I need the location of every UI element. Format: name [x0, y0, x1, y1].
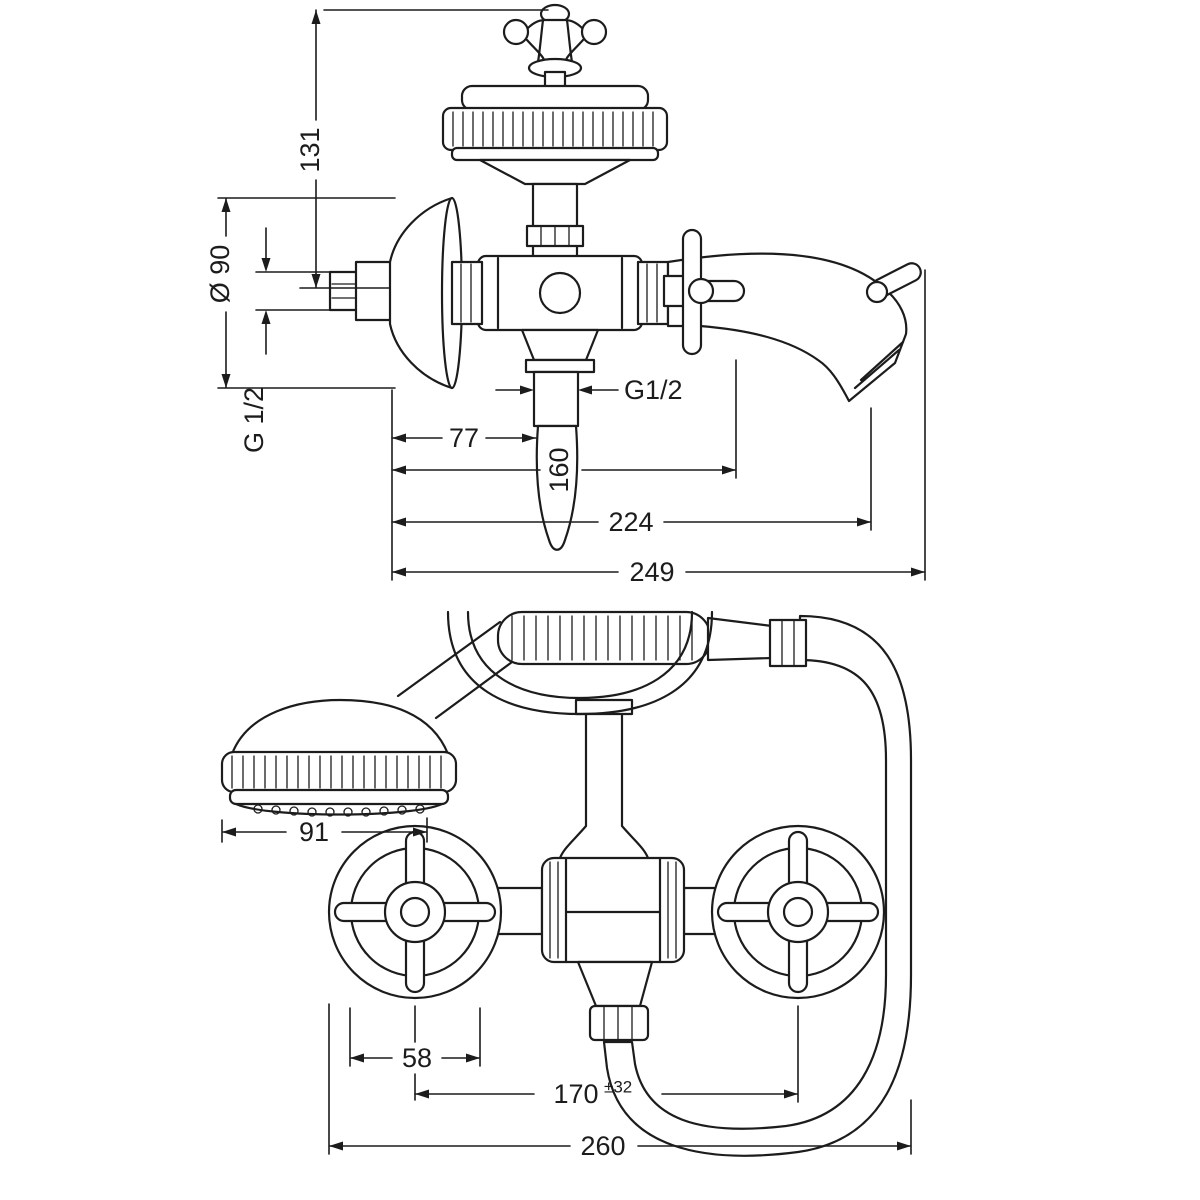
arrow: [311, 10, 321, 24]
dim-label-170-tolerance: ±32: [604, 1078, 632, 1097]
arrow: [911, 567, 925, 577]
arrow: [329, 1141, 343, 1151]
dim-label-thread-wall: G 1/2: [239, 387, 269, 453]
diverter-lever: [865, 262, 922, 304]
dim-label-131: 131: [295, 127, 325, 172]
cross-handle-side: [662, 228, 746, 356]
arrow: [413, 827, 427, 837]
dim-249: 249: [391, 269, 926, 587]
dim-label-58: 58: [402, 1043, 432, 1073]
dim-58: 58: [349, 1005, 481, 1101]
arrow: [392, 465, 406, 475]
dim-diameter-90: Ø 90: [205, 197, 396, 389]
arrow: [520, 385, 534, 395]
dim-label-249: 249: [629, 557, 674, 587]
shower-hose: [602, 614, 913, 1157]
valve-body: [450, 254, 670, 332]
arrow: [522, 433, 536, 443]
rib-hatching: [646, 263, 658, 323]
wall-connection: [328, 196, 464, 390]
hand-shower-holder: [520, 328, 600, 428]
arrow: [392, 567, 406, 577]
arrow: [261, 310, 271, 324]
arrow: [311, 274, 321, 288]
arrow: [222, 827, 236, 837]
spray-nozzles: [253, 804, 425, 817]
riser-stem: [558, 698, 650, 860]
dim-224: 224: [391, 407, 872, 537]
dim-label-224: 224: [608, 507, 653, 537]
spout: [666, 252, 908, 403]
dim-91: 91: [221, 817, 428, 847]
rib-hatching: [549, 861, 677, 959]
dim-thread-wall: G 1/2: [239, 227, 333, 453]
finial-ornament: [502, 3, 608, 90]
rib-hatching: [452, 111, 654, 147]
rib-hatching: [781, 619, 795, 667]
hand-shower-front: [220, 610, 808, 817]
rib-hatching: [511, 615, 693, 661]
spout-outlet: [576, 960, 654, 1042]
dim-height-131: 131: [295, 9, 549, 289]
dim-thread-shower: G1/2: [495, 375, 683, 405]
rib-hatching: [540, 225, 570, 247]
dim-label-91: 91: [299, 817, 329, 847]
arrow: [261, 258, 271, 272]
dim-label-160: 160: [544, 447, 574, 492]
side-view: 131 Ø 90 G 1/2 G1/2 77: [205, 3, 926, 587]
arrow: [857, 517, 871, 527]
dim-label-260: 260: [580, 1131, 625, 1161]
rib-hatching: [603, 1005, 633, 1041]
rib-hatching: [460, 263, 472, 323]
dim-160: 160: [391, 359, 737, 502]
dim-77: 77: [391, 423, 537, 453]
dim-170: 170 ±32: [414, 1005, 799, 1109]
riser-pipe: [525, 182, 585, 260]
arrow: [221, 374, 231, 388]
rib-hatching: [231, 755, 442, 789]
shower-head: [441, 84, 669, 186]
mixer-body: [492, 856, 734, 964]
arrow: [722, 465, 736, 475]
dim-label-170: 170: [553, 1079, 598, 1109]
arrow: [897, 1141, 911, 1151]
arrow: [415, 1089, 429, 1099]
arrow: [578, 385, 592, 395]
cradle: [446, 610, 714, 716]
dim-260: 260: [328, 1003, 912, 1161]
arrow: [392, 433, 406, 443]
arrow: [221, 198, 231, 212]
left-handle: [327, 824, 503, 1000]
right-handle: [710, 824, 886, 1000]
dim-label-thread-shower: G1/2: [624, 375, 683, 405]
dim-label-77: 77: [449, 423, 479, 453]
front-view: 91 58 170 ±32 260: [220, 610, 913, 1161]
arrow: [784, 1089, 798, 1099]
arrow: [466, 1053, 480, 1063]
dim-label-diameter: Ø 90: [205, 245, 235, 304]
arrow: [350, 1053, 364, 1063]
arrow: [392, 517, 406, 527]
